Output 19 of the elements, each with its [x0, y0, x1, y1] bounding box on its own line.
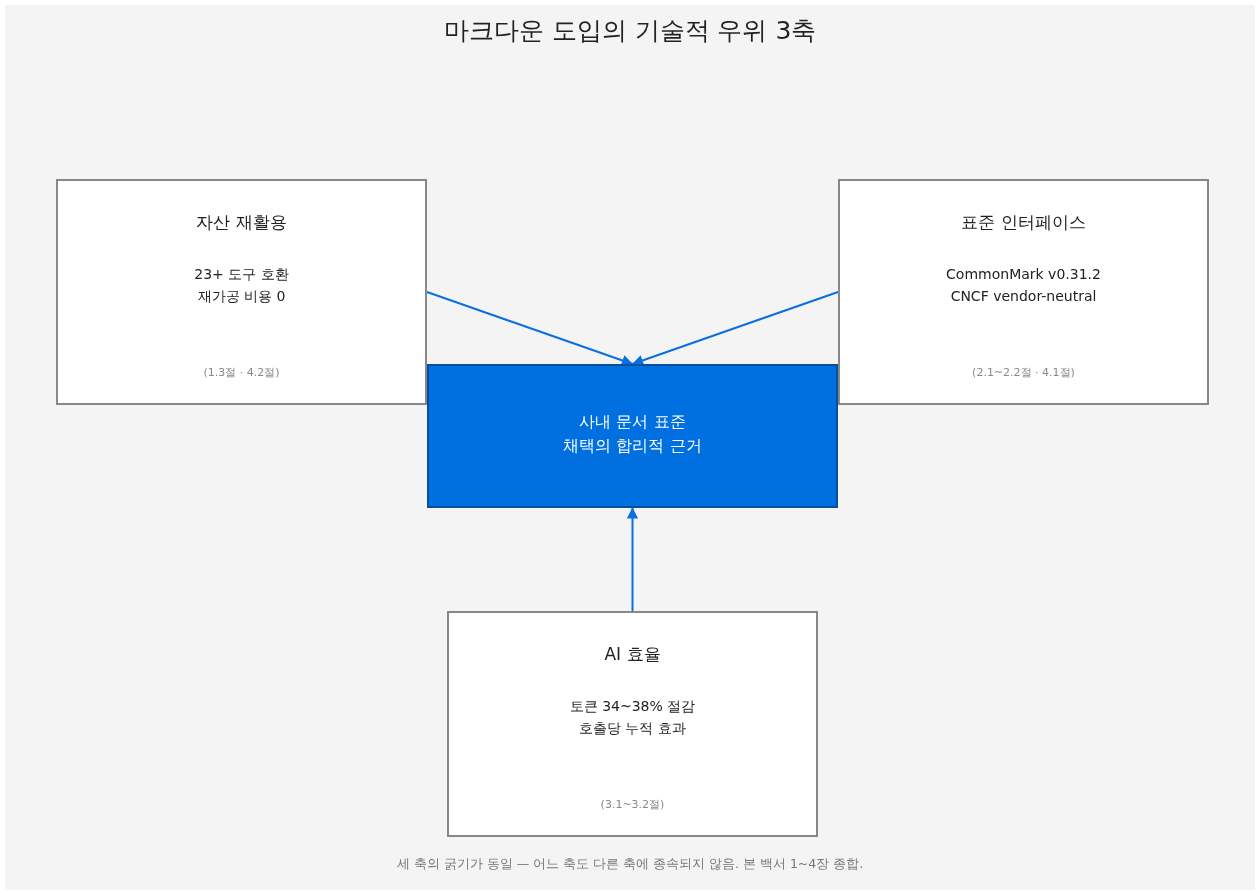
- axis-description: 23+ 도구 호환 재가공 비용 0: [193, 265, 290, 306]
- section-reference: (1.3절 · 4.2절): [203, 365, 280, 381]
- axis-heading: 자산 재활용: [196, 211, 287, 233]
- axis-card: [56, 179, 427, 405]
- axis-card: [838, 179, 1209, 405]
- section-reference: (3.1~3.2절): [600, 797, 665, 813]
- axis-heading: 표준 인터페이스: [961, 211, 1086, 233]
- axis-description: 토큰 34~38% 절감 호출당 누적 효과: [568, 697, 697, 738]
- conclusion-text: 사내 문서 표준 채택의 합리적 근거: [562, 411, 703, 457]
- diagram-title: 마크다운 도입의 기술적 우위 3축: [442, 15, 818, 47]
- axis-description: CommonMark v0.31.2 CNCF vendor-neutral: [945, 265, 1102, 306]
- arrow: [426, 291, 634, 366]
- arrow: [631, 291, 839, 366]
- section-reference: (2.1~2.2절 · 4.1절): [972, 365, 1075, 381]
- caption-text: 세 축의 굵기가 동일 — 어느 축도 다른 축에 종속되지 않음. 본 백서 1~4장 종합.: [395, 856, 865, 873]
- axis-card: [447, 611, 818, 837]
- axis-heading: AI 효율: [604, 643, 661, 665]
- arrow: [626, 507, 639, 612]
- conclusion-box: [427, 364, 838, 508]
